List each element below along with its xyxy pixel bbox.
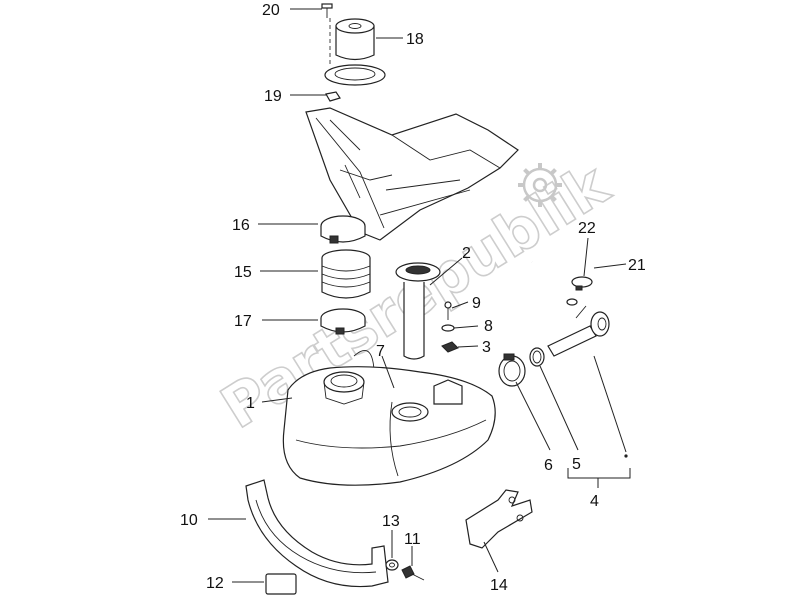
part-11-bolt xyxy=(401,565,425,581)
callout-13: 13 xyxy=(382,513,400,530)
part-21-hose-clamp xyxy=(571,276,593,291)
callout-11: 11 xyxy=(404,531,421,548)
part-15-rubber-sleeve xyxy=(321,249,371,299)
part-16-hose-clamp xyxy=(320,215,366,244)
part-5-filler-neck xyxy=(529,305,610,367)
callout-8: 8 xyxy=(484,318,493,335)
part-8-washer xyxy=(441,324,455,332)
callout-18: 18 xyxy=(406,31,424,48)
part-19-clip xyxy=(325,91,341,102)
part-1-fuel-tank xyxy=(282,366,496,486)
part-3-nut xyxy=(441,341,459,353)
part-22-fuel-hose xyxy=(530,261,575,304)
callout-14: 14 xyxy=(490,577,508,594)
part-ring-gasket xyxy=(324,64,386,86)
callout-4: 4 xyxy=(590,493,599,510)
callout-21: 21 xyxy=(628,257,646,274)
gear-icon xyxy=(518,163,562,207)
callout-10: 10 xyxy=(180,512,198,529)
callout-22: 22 xyxy=(578,220,596,237)
callout-19: 19 xyxy=(264,88,282,105)
callout-17: 17 xyxy=(234,313,252,330)
callout-16: 16 xyxy=(232,217,250,234)
leader-lines xyxy=(208,8,631,583)
callout-6: 6 xyxy=(544,457,553,474)
callout-2: 2 xyxy=(462,245,471,262)
part-20-screw xyxy=(321,3,333,65)
part-small-clip xyxy=(566,298,578,306)
callout-labels: 20 18 19 16 15 17 2 9 8 3 7 1 22 21 6 5 … xyxy=(180,2,646,594)
part-12-rubber-pad xyxy=(265,573,297,595)
part-14-bracket xyxy=(465,489,533,549)
callout-3: 3 xyxy=(482,339,491,356)
part-9-screw xyxy=(444,301,452,320)
callout-15: 15 xyxy=(234,264,252,281)
callout-5: 5 xyxy=(572,456,581,473)
part-6-hose-clamp xyxy=(498,353,526,387)
callout-9: 9 xyxy=(472,295,481,312)
part-10-tank-support-bracket xyxy=(245,479,389,588)
part-2-fuel-level-sensor xyxy=(395,262,441,360)
part-18-filter-cap xyxy=(335,18,375,61)
part-17-hose-clamp xyxy=(320,308,366,335)
callout-7: 7 xyxy=(376,343,385,360)
callout-1: 1 xyxy=(246,395,255,412)
callout-12: 12 xyxy=(206,575,224,592)
part-13-washer xyxy=(385,559,399,571)
callout-20: 20 xyxy=(262,2,280,19)
